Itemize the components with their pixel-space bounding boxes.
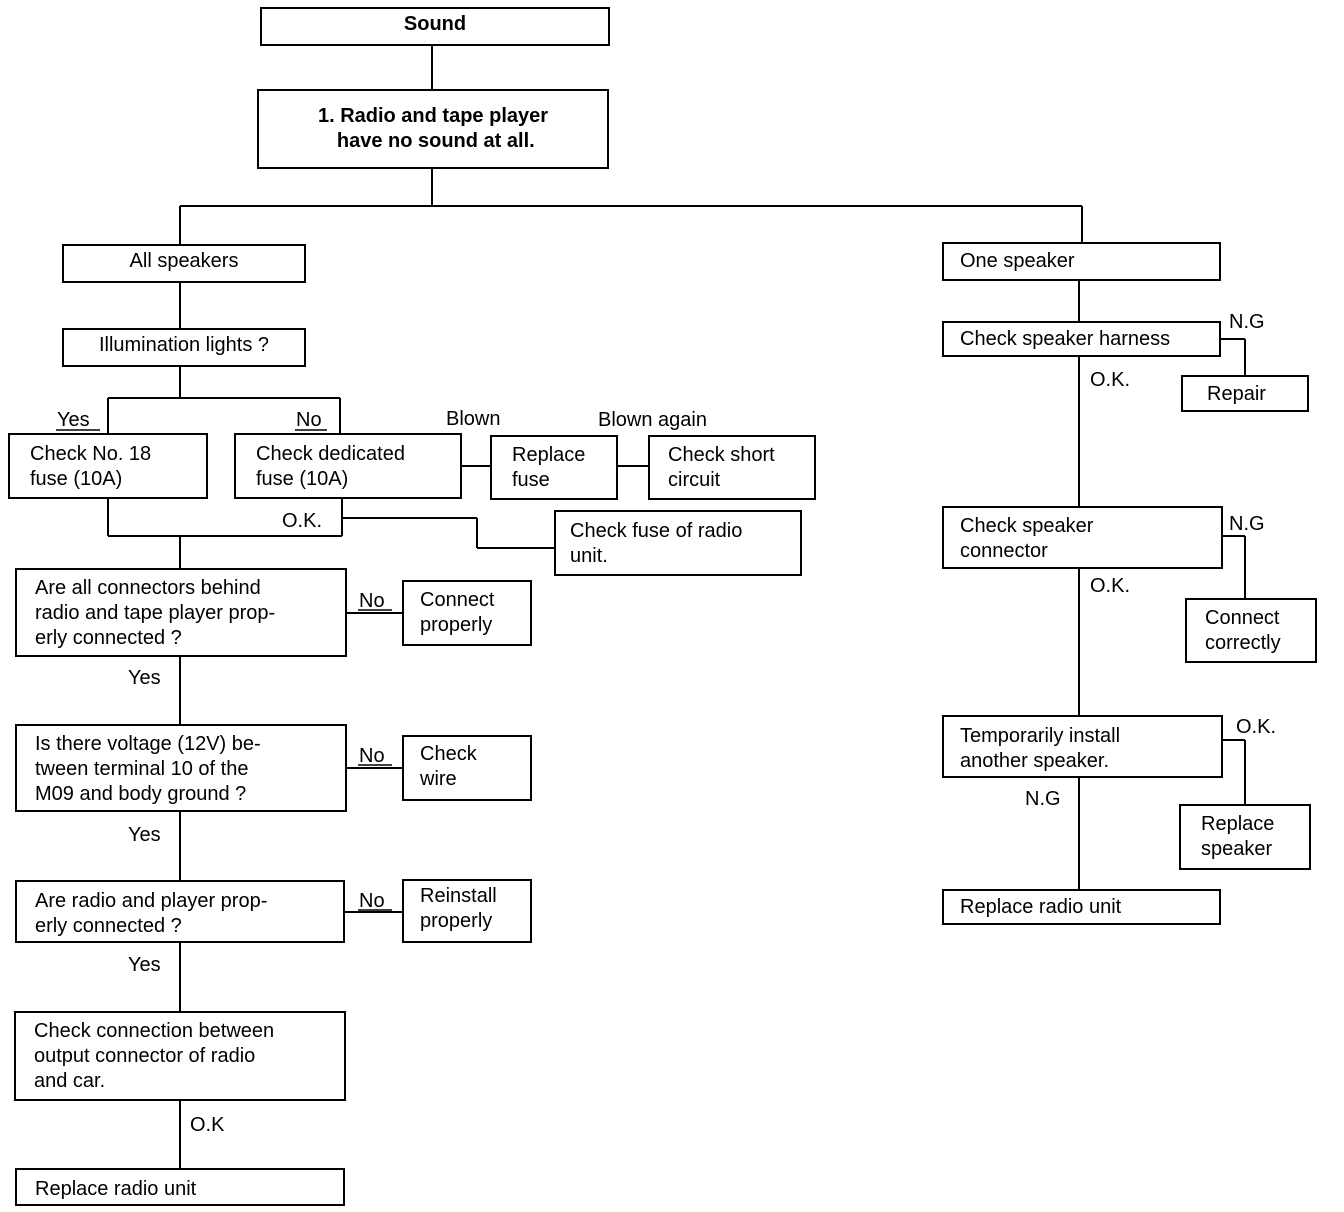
ng-label-harness: N.G (1229, 311, 1265, 333)
connect-correctly-box: Connect correctly (1185, 598, 1317, 663)
ok-label-connector: O.K. (1090, 575, 1131, 597)
ok-label-harness: O.K. (1090, 369, 1131, 391)
ng-label-connector: N.G (1229, 513, 1265, 535)
sound-title-box: Sound (260, 7, 610, 46)
yes-label-voltage: Yes (128, 824, 161, 846)
no-label-illumination: No (296, 409, 322, 431)
ok-label-connection: O.K (190, 1114, 225, 1136)
temporarily-install-box: Temporarily install another speaker. (942, 715, 1223, 778)
replace-radio-unit-left-box: Replace radio unit (15, 1168, 345, 1206)
ok-label-temporary: O.K. (1236, 716, 1277, 738)
no-label-connectors: No (359, 590, 385, 612)
all-speakers-box: All speakers (62, 244, 306, 283)
check-speaker-harness-box: Check speaker harness (942, 321, 1221, 357)
voltage-question-box: Is there voltage (12V) be- tween termina… (15, 724, 347, 812)
yes-label-connectors: Yes (128, 667, 161, 689)
check-wire-box: Check wire (402, 735, 532, 801)
radio-player-question-box: Are radio and player prop- erly connecte… (15, 880, 345, 943)
check-fuse-radio-unit-box: Check fuse of radio unit. (554, 510, 802, 576)
no-label-player: No (359, 890, 385, 912)
replace-radio-unit-right-box: Replace radio unit (942, 889, 1221, 925)
no-sound-problem-box: 1. Radio and tape player have no sound a… (257, 89, 609, 169)
ng-label-temporary: N.G (1025, 788, 1061, 810)
one-speaker-box: One speaker (942, 242, 1221, 281)
check-speaker-connector-box: Check speaker connector (942, 506, 1223, 569)
connect-properly-box: Connect properly (402, 580, 532, 646)
repair-box: Repair (1181, 375, 1309, 412)
replace-fuse-box: Replace fuse (490, 435, 618, 500)
no-label-voltage: No (359, 745, 385, 767)
yes-label-illumination: Yes (57, 409, 90, 431)
yes-label-player: Yes (128, 954, 161, 976)
ok-label-fuse: O.K. (282, 510, 323, 532)
connectors-question-box: Are all connectors behind radio and tape… (15, 568, 347, 657)
reinstall-properly-box: Reinstall properly (402, 879, 532, 943)
replace-speaker-box: Replace speaker (1179, 804, 1311, 870)
illumination-question-box: Illumination lights ? (62, 328, 306, 367)
check-connection-box: Check connection between output connecto… (14, 1011, 346, 1101)
check-dedicated-fuse-box: Check dedicated fuse (10A) (234, 433, 462, 499)
check-no18-fuse-box: Check No. 18 fuse (10A) (8, 433, 208, 499)
blown-label: Blown (446, 408, 501, 430)
blown-again-label: Blown again (598, 409, 707, 431)
check-short-circuit-box: Check short circuit (648, 435, 816, 500)
